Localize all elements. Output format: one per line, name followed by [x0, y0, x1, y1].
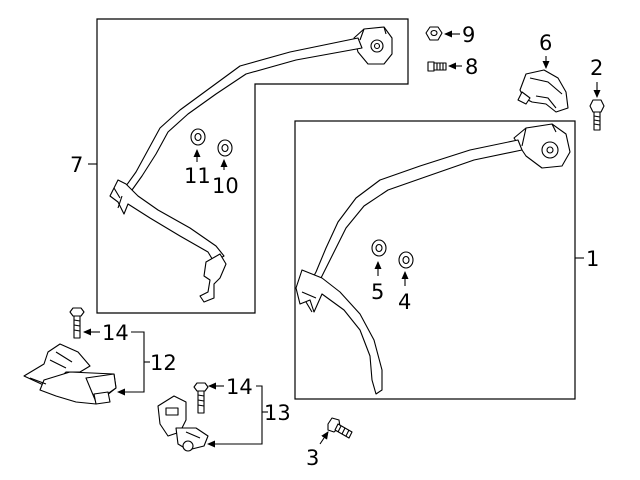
- callout-1: 1: [586, 247, 599, 271]
- callout-7: 7: [70, 153, 83, 177]
- grommet-10: [217, 139, 233, 157]
- callout-3: 3: [306, 446, 319, 470]
- callout-13: 13: [264, 401, 291, 425]
- callout-14-a: 14: [102, 321, 129, 345]
- callout-6: 6: [539, 31, 552, 55]
- bolt-14-a: [69, 307, 85, 339]
- group-1-frame: [294, 120, 576, 400]
- callout-8: 8: [465, 55, 478, 79]
- buckle-13: [157, 395, 209, 452]
- bolt-8: [427, 61, 447, 72]
- bolt-3: [327, 417, 353, 439]
- bracket-13: [207, 385, 263, 448]
- bolt-2: [589, 99, 605, 131]
- bolt-14-b: [193, 382, 209, 414]
- callout-5: 5: [371, 280, 384, 304]
- callout-12: 12: [150, 351, 177, 375]
- callout-9: 9: [462, 23, 475, 47]
- grommet-4: [398, 251, 414, 269]
- callout-4: 4: [398, 290, 411, 314]
- buckle-12: [23, 343, 117, 405]
- group-7-frame: [96, 18, 409, 314]
- grommet-11: [190, 128, 206, 146]
- grommet-5: [371, 239, 387, 257]
- leader-3: [319, 431, 329, 445]
- cover-6: [517, 69, 569, 113]
- callout-10: 10: [212, 174, 239, 198]
- callout-14-b: 14: [226, 375, 253, 399]
- callout-11: 11: [184, 164, 211, 188]
- callout-2: 2: [590, 56, 603, 80]
- seat-belt-assembly-7: [109, 26, 393, 303]
- nut-9: [425, 26, 443, 41]
- seat-belt-assembly-1: [295, 123, 571, 395]
